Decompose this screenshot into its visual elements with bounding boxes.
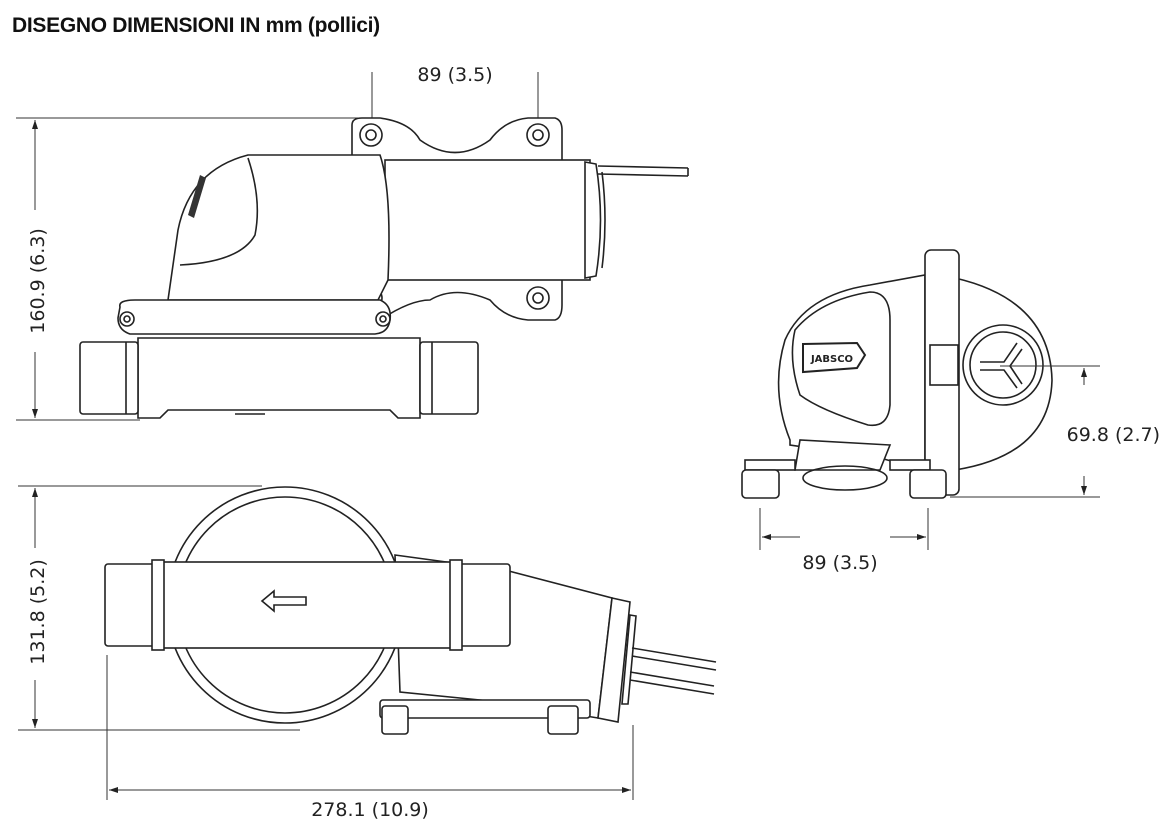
drawing-title: DISEGNO DIMENSIONI IN mm (pollici) [12,14,380,37]
dim-end-mount-spacing: 89 (3.5) [802,552,877,574]
dim-side-height: 160.9 (6.3) [27,228,49,333]
logo-text: JABSCO [810,354,853,365]
impeller-y-icon [980,342,1023,389]
dim-overall-length: 278.1 (10.9) [311,799,429,821]
plan-view: 131.8 (5.2) 278.1 (10.9) [18,485,717,821]
jabsco-logo: JABSCO [802,341,867,374]
end-view: JABSCO 69.8 (2.7) 89 (3.5) [741,249,1160,574]
dim-plan-width: 131.8 (5.2) [27,559,49,664]
dim-port-height: 69.8 (2.7) [1067,424,1160,446]
flow-arrow-icon [260,589,307,613]
dim-top-mount-spacing: 89 (3.5) [417,64,492,86]
side-view: 89 (3.5) 160.9 (6.3) [16,64,689,421]
